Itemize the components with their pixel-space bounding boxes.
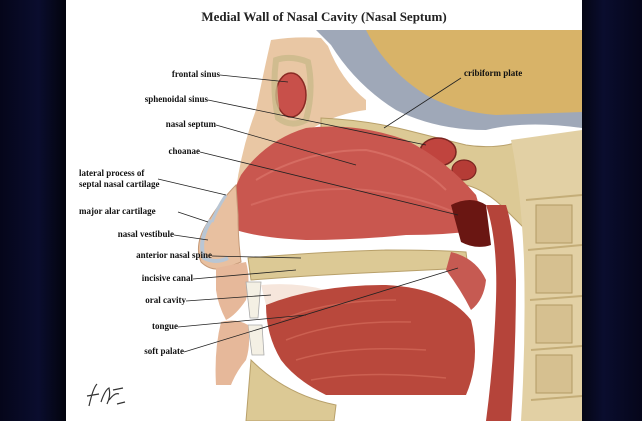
lower-lip (216, 321, 250, 385)
artist-signature-icon (83, 378, 129, 412)
upper-lip (216, 262, 249, 320)
label-frontal-sinus: frontal sinus (140, 69, 220, 80)
soft-palate-shape (446, 252, 486, 310)
choanae-opening (451, 200, 491, 247)
label-major-alar-cartilage: major alar cartilage (79, 206, 156, 217)
label-sphenoidal-sinus: sphenoidal sinus (118, 94, 208, 105)
pharynx (486, 205, 516, 421)
label-lateral-process-2: septal nasal cartilage (79, 179, 160, 190)
label-incisive-canal: incisive canal (106, 273, 193, 284)
label-choanae: choanae (140, 146, 200, 157)
label-nasal-septum: nasal septum (130, 119, 216, 130)
label-lateral-process-1: lateral process of (79, 168, 144, 179)
label-nasal-vestibule: nasal vestibule (86, 229, 174, 240)
hard-palate (248, 250, 468, 280)
label-cribriform-plate: cribiform plate (464, 68, 522, 79)
frontal-sinus-shape (276, 73, 306, 117)
teeth (246, 282, 261, 318)
label-anterior-nasal-spine: anterior nasal spine (86, 250, 212, 261)
label-oral-cavity: oral cavity (116, 295, 186, 306)
label-tongue: tongue (126, 321, 178, 332)
slide-panel: Medial Wall of Nasal Cavity (Nasal Septu… (66, 0, 582, 421)
label-soft-palate: soft palate (116, 346, 184, 357)
